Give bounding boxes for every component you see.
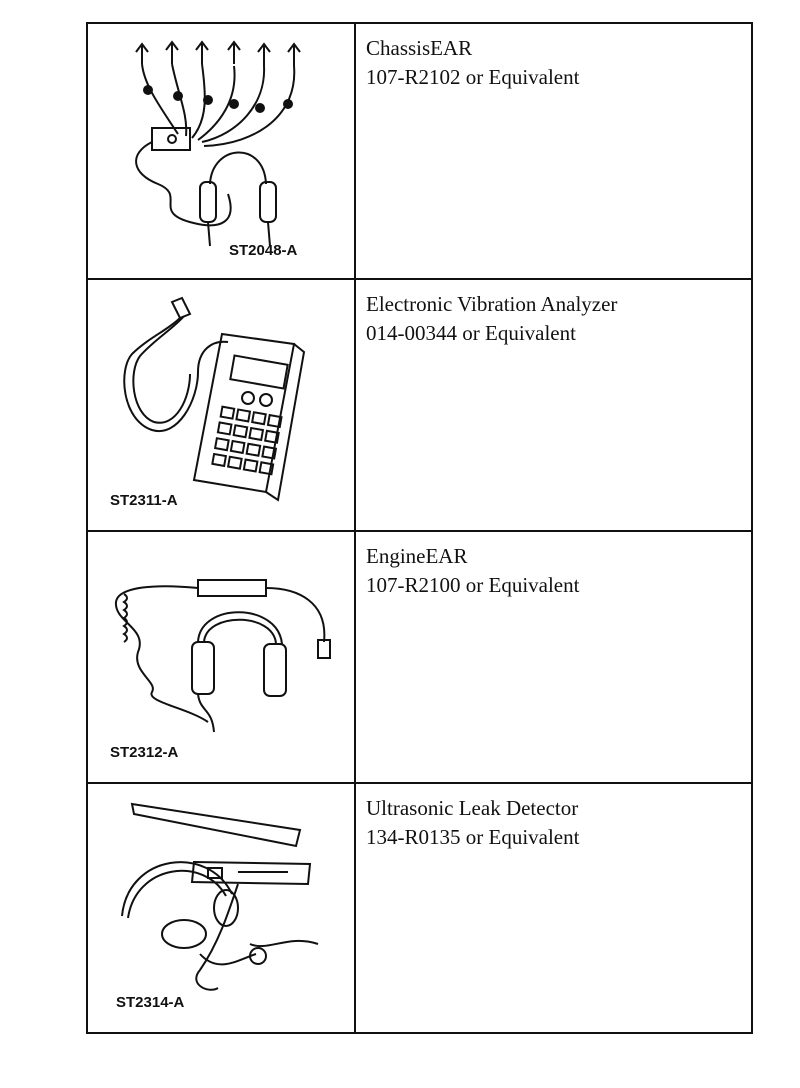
leak-detector-illustration — [121, 802, 319, 991]
tool-code: ST2048-A — [229, 242, 298, 259]
tool-name: EngineEAR — [366, 544, 468, 568]
tool-code: ST2314-A — [116, 994, 185, 1011]
tool-row: ST2311-A Electronic Vibration Analyzer 0… — [88, 280, 751, 532]
tool-description: ChassisEAR 107-R2102 or Equivalent — [356, 24, 751, 278]
engine-ear-illustration — [114, 579, 331, 733]
tool-image-cell: ST2311-A — [88, 280, 356, 530]
tool-row: ST2048-A ChassisEAR 107-R2102 or Equival… — [88, 24, 751, 280]
tool-description: Ultrasonic Leak Detector 134-R0135 or Eq… — [356, 784, 751, 1032]
special-tools-table: ST2048-A ChassisEAR 107-R2102 or Equival… — [86, 22, 753, 1034]
tool-part-number: 107-R2100 or Equivalent — [366, 573, 580, 597]
tool-part-number: 107-R2102 or Equivalent — [366, 65, 580, 89]
tool-name: ChassisEAR — [366, 36, 473, 60]
tool-image-cell: ST2312-A — [88, 532, 356, 782]
tool-code: ST2311-A — [110, 492, 178, 509]
tool-name: Electronic Vibration Analyzer — [366, 292, 618, 316]
tool-image-cell: ST2314-A — [88, 784, 356, 1032]
tool-description: Electronic Vibration Analyzer 014-00344 … — [356, 280, 751, 530]
tool-name: Ultrasonic Leak Detector — [366, 796, 579, 820]
tool-image-cell: ST2048-A — [88, 24, 356, 278]
tool-row: ST2312-A EngineEAR 107-R2100 or Equivale… — [88, 532, 751, 784]
tool-part-number: 134-R0135 or Equivalent — [366, 825, 580, 849]
tool-description: EngineEAR 107-R2100 or Equivalent — [356, 532, 751, 782]
vibration-analyzer-illustration — [123, 296, 306, 502]
tool-code: ST2312-A — [110, 744, 179, 761]
tool-part-number: 014-00344 or Equivalent — [366, 321, 576, 345]
tool-row: ST2314-A Ultrasonic Leak Detector 134-R0… — [88, 784, 751, 1032]
chassis-ear-illustration — [135, 40, 301, 247]
